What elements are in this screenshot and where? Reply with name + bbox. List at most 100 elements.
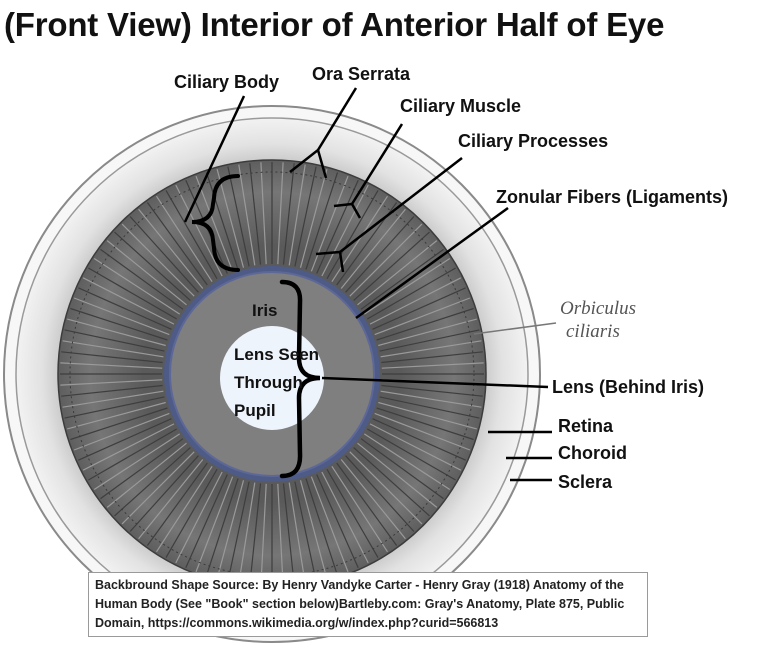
ciliary-striation [374, 412, 471, 451]
ciliary-striation [155, 195, 213, 283]
ciliary-striation [114, 231, 191, 301]
orbiculus-ciliaris-pointer [473, 322, 557, 335]
ciliary-striation [82, 423, 175, 471]
ciliary-striation [326, 190, 379, 280]
ciliary-striation [88, 428, 178, 481]
ciliary-striation [216, 480, 245, 579]
ciliary-striation [238, 482, 256, 584]
ciliary-striation [282, 163, 295, 265]
ciliary-striation [288, 164, 306, 266]
label-ciliary-body: Ciliary Body [174, 72, 279, 92]
label-lens-seen-3: Pupil [234, 401, 276, 420]
ciliary-striation [360, 248, 444, 310]
ciliary-striation [349, 223, 423, 297]
ciliary-striation [366, 267, 456, 320]
ciliary-striation [381, 351, 483, 364]
ciliary-striation [357, 442, 438, 508]
ciliary-striation [64, 329, 165, 352]
zonular-fibers-pointer [355, 206, 509, 320]
label-ora-serrata: Ora Serrata [312, 64, 411, 84]
ciliary-striation [62, 390, 164, 408]
ciliary-striation [381, 362, 484, 369]
ciliary-striation [260, 162, 267, 265]
ciliary-striation [78, 287, 172, 330]
ciliary-striation [249, 483, 262, 585]
label-sclera: Sclera [558, 472, 613, 492]
ciliary-striation [376, 307, 474, 341]
ciliary-striation [376, 407, 474, 441]
ciliary-striation [165, 468, 218, 558]
ciliary-striation [310, 175, 349, 272]
page-title: (Front View) Interior of Anterior Half o… [4, 6, 665, 43]
label-iris: Iris [252, 301, 278, 320]
ciliary-striation [227, 166, 250, 267]
label-lens-seen-2: Through [234, 373, 303, 392]
ciliary-striation [73, 297, 170, 336]
ciliary-striation [195, 476, 234, 573]
ciliary-striation [70, 307, 168, 341]
ciliary-striation [62, 340, 164, 358]
ciliary-striation [372, 287, 466, 330]
ciliary-striation [345, 455, 415, 532]
ciliary-striation [299, 480, 328, 579]
ciliary-striation [381, 384, 483, 397]
ciliary-processes-pointer [315, 157, 463, 273]
ciliary-striation [64, 396, 165, 419]
ciliary-striation [349, 451, 423, 525]
ciliary-striation [379, 396, 480, 419]
ciliary-striation [93, 433, 181, 491]
ciliary-striation [316, 474, 359, 568]
ciliary-striation [60, 379, 163, 386]
ciliary-striation [88, 267, 178, 320]
ciliary-striation [363, 433, 451, 491]
ciliary-striation [282, 483, 295, 585]
ciliary-striation [294, 166, 317, 267]
iris-lens-bracket [279, 279, 321, 479]
label-orbiculus: Orbiculus [560, 298, 636, 319]
ciliary-striation [353, 447, 430, 517]
ciliary-striation [100, 438, 184, 500]
ciliary-striation [353, 231, 430, 301]
ciliary-striation [121, 223, 195, 297]
ciliary-striation [299, 169, 328, 268]
ciliary-striation [175, 184, 223, 277]
ciliary-striation [321, 184, 369, 277]
ciliary-striation [114, 447, 191, 517]
ciliary-striation [227, 481, 250, 582]
ciliary-striation [138, 208, 204, 289]
ciliary-striation [82, 277, 175, 325]
ciliary-striation [106, 240, 187, 306]
ciliary-striation [310, 476, 349, 573]
ciliary-muscle-pointer [333, 123, 404, 219]
ciliary-striation [175, 471, 223, 564]
ciliary-striation [360, 438, 444, 500]
lens-behind-iris-pointer [321, 376, 549, 389]
ciliary-striation [369, 423, 462, 471]
label-choroid: Choroid [558, 443, 627, 463]
ciliary-striation [340, 459, 406, 540]
ciliary-striation [305, 172, 339, 270]
ciliary-striation [61, 351, 163, 364]
ciliary-striation [195, 175, 234, 272]
ciliary-striation [336, 462, 398, 546]
ciliary-striation [294, 481, 317, 582]
ciliary-striation [369, 277, 462, 325]
label-zonular-fibers: Zonular Fibers (Ligaments) [496, 187, 728, 207]
ciliary-striation [138, 459, 204, 540]
ciliary-striation [380, 340, 482, 358]
ciliary-striation [357, 240, 438, 306]
label-ciliaris: ciliaris [566, 321, 620, 342]
ciliary-striation [340, 208, 406, 289]
ciliary-striation [146, 202, 208, 286]
ciliary-striation [260, 483, 267, 586]
ciliary-striation [60, 362, 163, 369]
label-ciliary-processes: Ciliary Processes [458, 131, 608, 151]
ciliary-body-pointer [183, 95, 246, 223]
ciliary-striation [93, 257, 181, 315]
ciliary-striation [216, 169, 245, 268]
ciliary-striation [378, 401, 477, 430]
ciliary-striation [305, 478, 339, 576]
ciliary-striation [78, 418, 172, 461]
ciliary-striation [363, 257, 451, 315]
